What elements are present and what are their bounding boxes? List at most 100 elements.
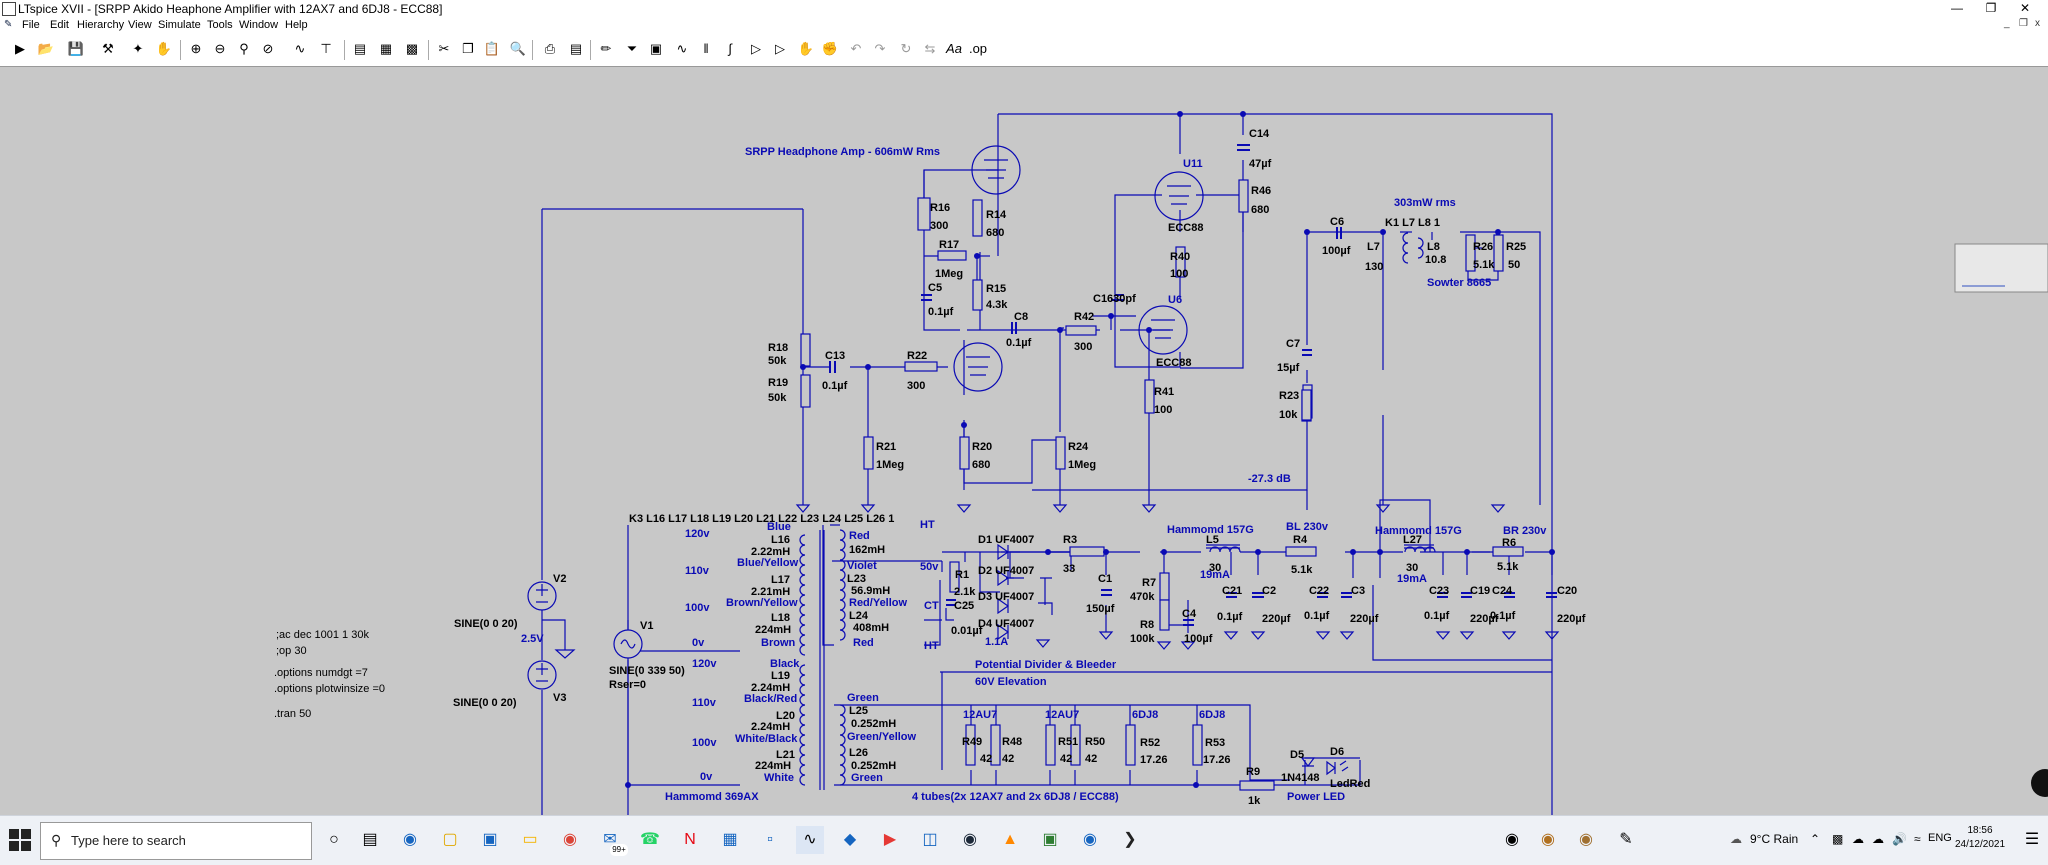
close-button[interactable]: ✕ xyxy=(2019,1,2031,15)
file-explorer-icon[interactable]: ▢ xyxy=(442,831,458,848)
diode-icon[interactable]: ▷ xyxy=(751,41,761,56)
mirror-icon[interactable]: ⇆ xyxy=(924,41,936,56)
tile-icon[interactable]: ▤ xyxy=(353,41,367,56)
weather-text[interactable]: 9°C Rain xyxy=(1750,832,1799,846)
paste-icon[interactable]: 📋 xyxy=(483,41,501,56)
vlc-icon[interactable]: ▲ xyxy=(1002,831,1018,848)
menu-edit[interactable]: Edit xyxy=(50,19,69,31)
edge-icon[interactable]: ◉ xyxy=(403,831,417,848)
network-icon[interactable]: ▩ xyxy=(1832,832,1844,846)
menu-file[interactable]: File xyxy=(22,19,40,31)
restore-button[interactable]: ❐ xyxy=(1985,1,1997,15)
sticky-notes-icon[interactable]: ▭ xyxy=(522,831,538,848)
clock[interactable]: 18:56 24/12/2021 xyxy=(1940,824,2020,852)
cancel-zoom-icon[interactable]: ⊘ xyxy=(262,41,274,56)
zoom-fit-icon[interactable]: ⚲ xyxy=(239,41,249,56)
label-icon[interactable]: ▣ xyxy=(649,41,663,56)
capture-icon[interactable]: ▫ xyxy=(767,831,773,848)
inductor-icon[interactable]: ∫ xyxy=(728,41,732,56)
chrome-icon[interactable]: ◉ xyxy=(563,831,577,848)
value-r19: 50k xyxy=(768,392,787,404)
print-icon[interactable]: ⎙ xyxy=(544,41,556,56)
dropbox-icon[interactable]: ◆ xyxy=(843,831,857,848)
run-icon[interactable]: ▶ xyxy=(15,41,25,56)
cascade-icon[interactable]: ▦ xyxy=(379,41,393,56)
rotate-icon[interactable]: ↻ xyxy=(900,41,912,56)
label-2-5v: 2.5V xyxy=(521,633,544,645)
zoom-app-icon[interactable]: ◉ xyxy=(1083,831,1097,848)
component-icon[interactable]: ▷ xyxy=(775,41,785,56)
menu-window[interactable]: Window xyxy=(239,19,279,31)
menu-view[interactable]: View xyxy=(128,19,152,31)
tray-app-icon-3[interactable]: ◉ xyxy=(1579,831,1593,848)
redo-icon[interactable]: ↷ xyxy=(874,41,886,56)
media-player-icon[interactable]: ▶ xyxy=(883,831,897,848)
schematic-canvas[interactable]: SRPP Headphone Amp - 606mW Rms U11 ECC88… xyxy=(0,67,2048,815)
find-icon[interactable]: 🔍 xyxy=(509,41,527,56)
print-setup-icon[interactable]: ▤ xyxy=(569,41,583,56)
shield-icon[interactable]: ◫ xyxy=(922,831,938,848)
mdi-close-button[interactable]: x xyxy=(2035,18,2040,29)
onedrive-icon[interactable]: ☁ xyxy=(1872,832,1884,846)
notifications-icon[interactable]: ☰ xyxy=(2024,831,2040,848)
green-app-icon[interactable]: ▣ xyxy=(1042,831,1058,848)
save-icon[interactable]: 💾 xyxy=(67,41,85,56)
wire-icon[interactable]: ✏ xyxy=(600,41,612,56)
mail-icon[interactable]: ✉ xyxy=(603,831,617,848)
menu-tools[interactable]: Tools xyxy=(207,19,233,31)
capacitor-icon[interactable]: ‖ xyxy=(703,41,709,56)
terminal-icon[interactable]: ❯ xyxy=(1123,831,1137,848)
store-icon[interactable]: ▣ xyxy=(482,831,498,848)
resistor-icon[interactable]: ∿ xyxy=(676,41,688,56)
language-indicator[interactable]: ENG xyxy=(1928,832,1952,844)
mdi-minimize-button[interactable]: _ xyxy=(2004,18,2010,29)
task-view-icon[interactable]: ▤ xyxy=(362,831,378,848)
undo-icon[interactable]: ↶ xyxy=(850,41,862,56)
steam-icon[interactable]: ◉ xyxy=(963,831,977,848)
ground-icon[interactable]: ⏷ xyxy=(626,41,638,56)
copy-icon[interactable]: ❐ xyxy=(462,41,474,56)
ltspice-taskbar-icon[interactable]: ∿ xyxy=(796,826,824,854)
autorange-icon[interactable]: ⊤ xyxy=(320,41,332,56)
cloud-icon[interactable]: ☁ xyxy=(1852,832,1864,846)
chevron-up-icon[interactable]: ⌃ xyxy=(1810,832,1821,846)
tray-app-icon-1[interactable]: ◉ xyxy=(1505,831,1519,848)
waveform-icon[interactable]: ∿ xyxy=(294,41,306,56)
move-icon[interactable]: ✋ xyxy=(797,41,815,56)
mdi-restore-button[interactable]: ❐ xyxy=(2019,18,2028,29)
weather-icon[interactable]: ☁ xyxy=(1730,832,1742,846)
close-windows-icon[interactable]: ▩ xyxy=(405,41,419,56)
drag-icon[interactable]: ✊ xyxy=(821,41,839,56)
windows-start-icon[interactable] xyxy=(8,828,32,852)
taskbar-search-box[interactable]: ⚲ Type here to search xyxy=(40,822,312,860)
value-r40: 100 xyxy=(1170,268,1188,280)
open-icon[interactable]: 📂 xyxy=(37,41,55,56)
wand-icon[interactable]: ✦ xyxy=(132,41,144,56)
cut-icon[interactable]: ✂ xyxy=(438,41,450,56)
pen-icon[interactable]: ✎ xyxy=(1619,831,1633,848)
netflix-icon[interactable]: N xyxy=(684,831,696,848)
whatsapp-icon[interactable]: ☎ xyxy=(640,831,660,848)
value-l23: 56.9mH xyxy=(851,585,890,597)
menu-hierarchy[interactable]: Hierarchy xyxy=(77,19,125,31)
value-l17: 2.21mH xyxy=(751,586,790,598)
control-panel-icon[interactable]: ⚒ xyxy=(102,41,114,56)
pan-icon[interactable]: ✋ xyxy=(155,41,173,56)
spice-directive-icon[interactable]: .op xyxy=(968,41,988,56)
volume-icon[interactable]: 🔊 xyxy=(1892,832,1907,846)
text-icon[interactable]: Aa xyxy=(946,41,962,56)
wifi-icon[interactable]: ≈ xyxy=(1914,832,1921,846)
menu-help[interactable]: Help xyxy=(285,19,308,31)
ltspice-app-icon[interactable] xyxy=(2,2,16,16)
menu-simulate[interactable]: Simulate xyxy=(158,19,201,31)
mdi-doc-icon[interactable]: ✎ xyxy=(4,19,13,30)
cortana-icon[interactable]: ○ xyxy=(329,831,339,848)
zoom-in-icon[interactable]: ⊕ xyxy=(190,41,202,56)
zoom-out-icon[interactable]: ⊖ xyxy=(214,41,226,56)
tray-app-icon-2[interactable]: ◉ xyxy=(1541,831,1555,848)
calculator-icon[interactable]: ▦ xyxy=(722,831,738,848)
plot-thumbnail[interactable] xyxy=(1954,243,2048,293)
scroll-handle[interactable] xyxy=(2031,769,2048,797)
directive-op: ;op 30 xyxy=(276,645,307,657)
minimize-button[interactable]: — xyxy=(1951,1,1963,15)
